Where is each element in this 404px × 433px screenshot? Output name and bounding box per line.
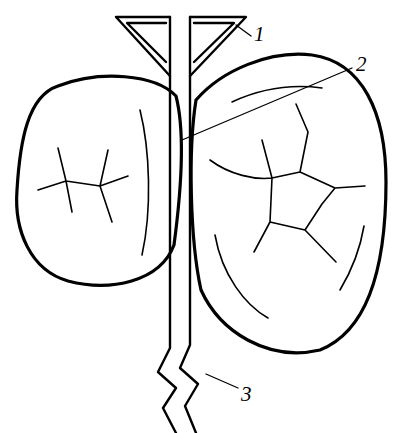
left-tooth-fissures <box>38 110 149 255</box>
holder-loop-left <box>116 17 170 76</box>
leader-line <box>182 68 352 140</box>
callout-number: 3 <box>241 384 252 405</box>
separator-strip <box>158 17 198 433</box>
callout-number: 1 <box>254 24 265 45</box>
right-tooth-fissures <box>210 87 365 318</box>
right-tooth-outline <box>191 54 386 352</box>
leader-line <box>236 25 251 36</box>
left-tooth-outline <box>17 76 182 285</box>
leader-line <box>206 374 238 388</box>
callout-number: 2 <box>356 54 367 75</box>
